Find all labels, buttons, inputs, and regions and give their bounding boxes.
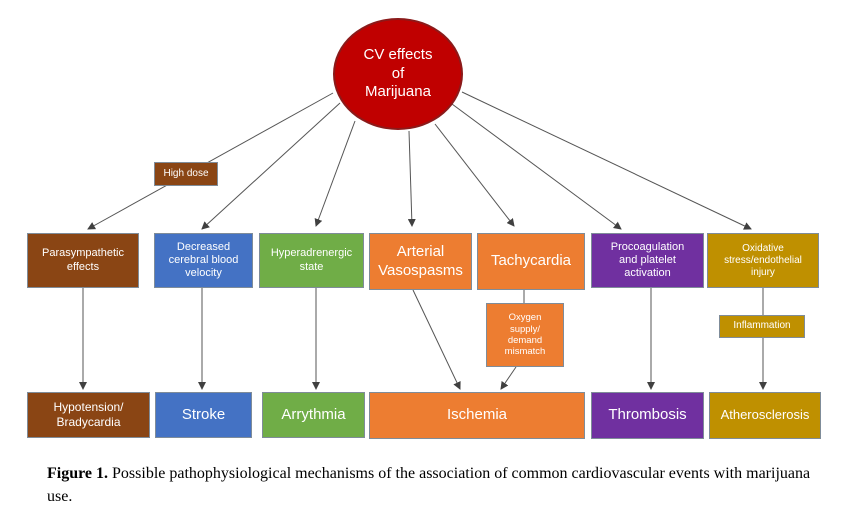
mechanism-cerebral-velocity: Decreased cerebral blood velocity — [154, 233, 253, 288]
arrow-center-to-cerebral — [201, 102, 341, 230]
oxygen-mismatch-label: Oxygen supply/ demand mismatch — [486, 303, 564, 367]
inflammation-label: Inflammation — [719, 315, 805, 338]
arrow-center-to-vasospasm — [407, 130, 416, 227]
arrow-oxygen-to-ischemia — [500, 366, 517, 390]
outcome-atherosclerosis: Atherosclerosis — [709, 392, 821, 439]
high-dose-label: High dose — [154, 162, 218, 186]
outcome-hypotension: Hypotension/ Bradycardia — [27, 392, 150, 438]
arrow-center-to-parasympathetic — [87, 92, 334, 230]
arrow-center-to-hyperadrenergic — [314, 120, 356, 227]
mechanism-tachycardia: Tachycardia — [477, 233, 585, 290]
outcome-thrombosis: Thrombosis — [591, 392, 704, 439]
arrow-vasospasm-to-ischemia — [412, 289, 461, 390]
arrow-center-to-oxidative — [461, 91, 752, 230]
outcome-ischemia: Ischemia — [369, 392, 585, 439]
center-node: CV effects of Marijuana — [333, 18, 463, 130]
outcome-stroke: Stroke — [155, 392, 252, 438]
arrow-center-to-tachycardia — [434, 123, 515, 227]
caption-text: Possible pathophysiological mechanisms o… — [47, 465, 811, 506]
mechanism-vasospasm: Arterial Vasospasms — [369, 233, 472, 290]
mechanism-hyperadrenergic: Hyperadrenergic state — [259, 233, 364, 288]
mechanism-parasympathetic: Parasympathetic effects — [27, 233, 139, 288]
mechanism-oxidative: Oxidative stress/endothelial injury — [707, 233, 819, 288]
outcome-arrythmia: Arrythmia — [262, 392, 365, 438]
figure-caption: Figure 1. Possible pathophysiological me… — [47, 462, 817, 508]
arrow-center-to-procoagulation — [451, 103, 622, 230]
caption-label: Figure 1. — [47, 465, 109, 482]
mechanism-procoagulation: Procoagulation and platelet activation — [591, 233, 704, 288]
